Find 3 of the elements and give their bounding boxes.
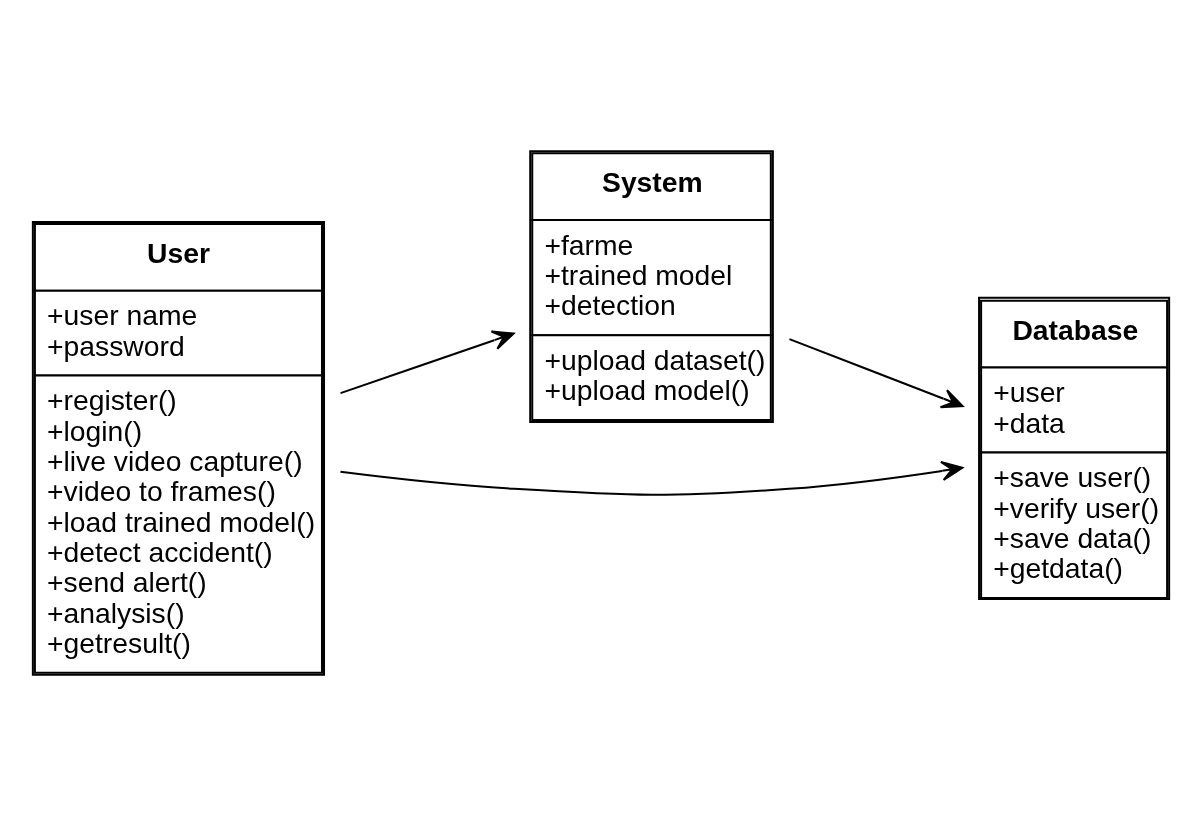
arrow [789, 337, 964, 408]
arrow [340, 460, 964, 496]
arrow [340, 330, 515, 394]
